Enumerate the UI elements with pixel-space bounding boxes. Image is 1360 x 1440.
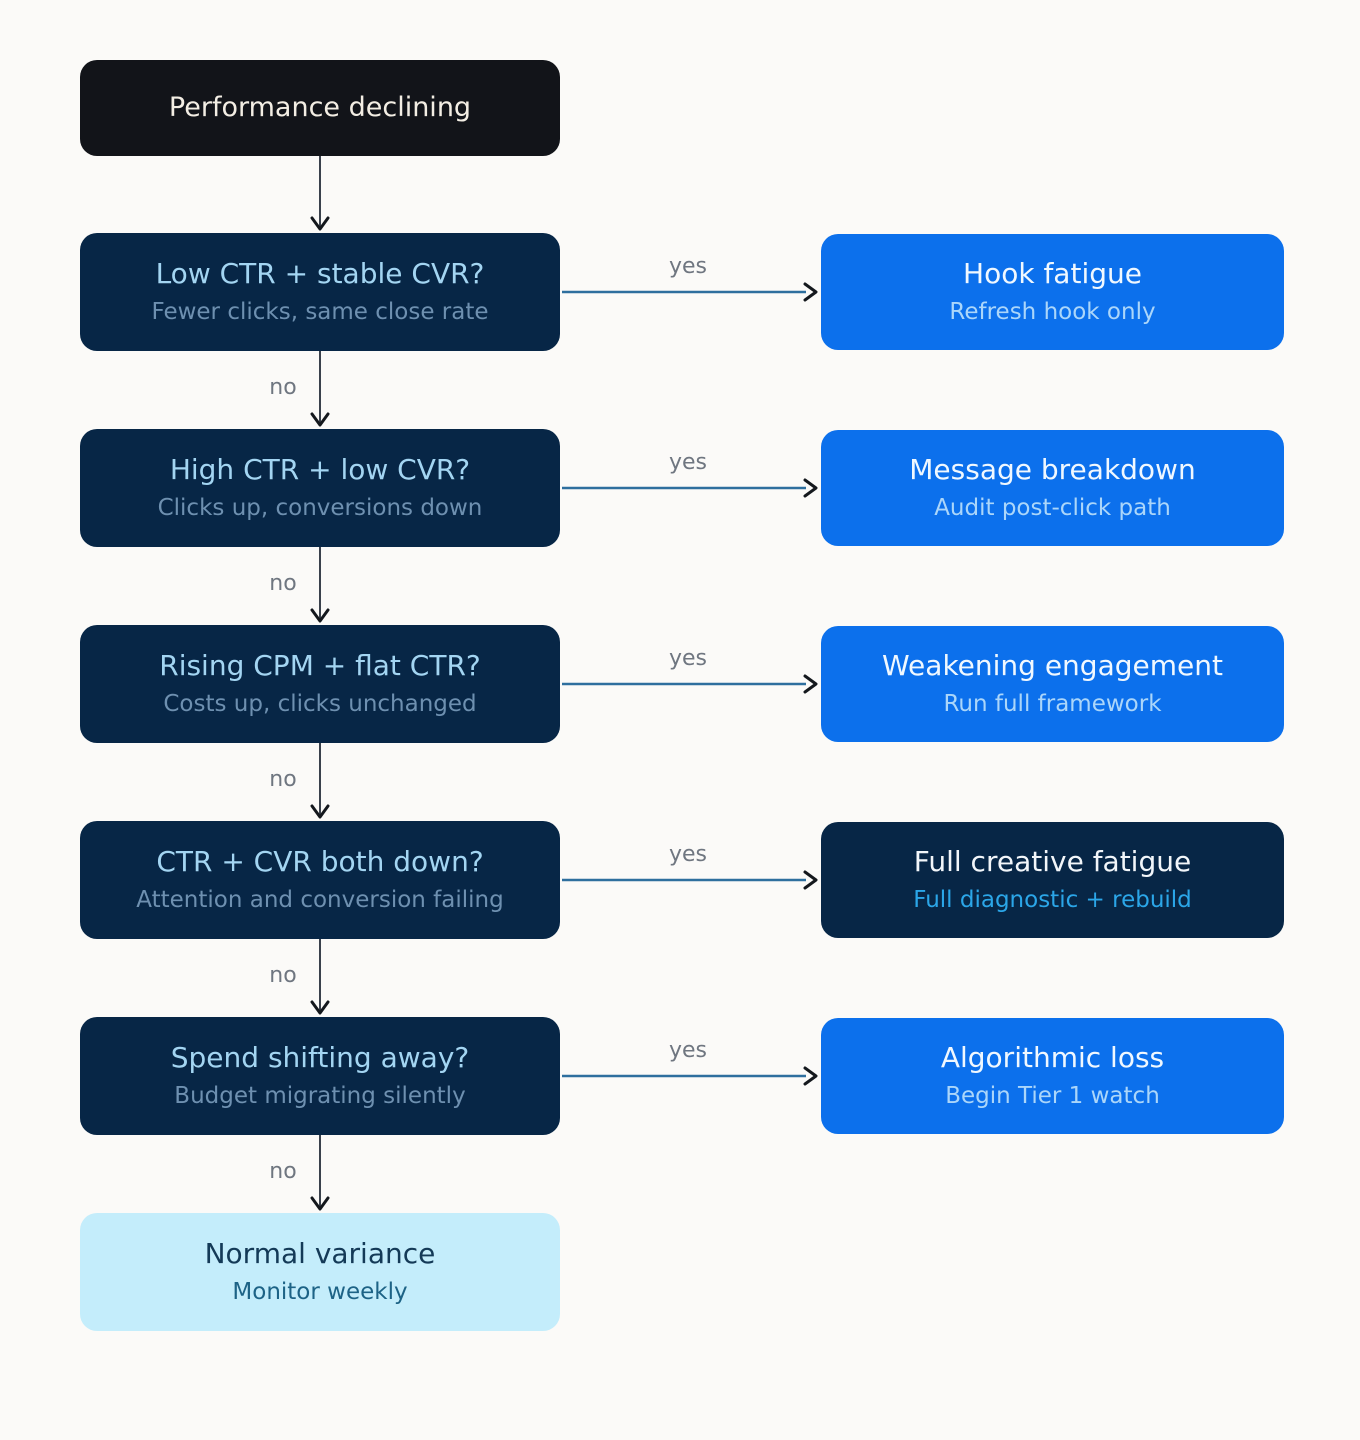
edge-label-no: no (269, 375, 297, 400)
question-title: Rising CPM + flat CTR? (159, 649, 481, 683)
action-subtitle: Full diagnostic + rebuild (913, 887, 1192, 914)
node-question-ctr-cvr-both-down: CTR + CVR both down? Attention and conve… (80, 821, 560, 939)
right-arrowhead-icons (803, 282, 818, 1086)
action-title: Algorithmic loss (940, 1041, 1165, 1075)
action-title: Message breakdown (909, 453, 1196, 487)
question-title: High CTR + low CVR? (169, 453, 471, 487)
edge-label-no: no (269, 767, 297, 792)
question-title: CTR + CVR both down? (156, 845, 484, 879)
question-subtitle: Fewer clicks, same close rate (151, 299, 489, 326)
node-action-algorithmic-loss: Algorithmic loss Begin Tier 1 watch (821, 1018, 1284, 1134)
node-start: Performance declining (80, 60, 560, 156)
edge-label-yes: yes (668, 1038, 708, 1063)
edge-label-yes: yes (668, 646, 708, 671)
question-subtitle: Attention and conversion failing (136, 887, 504, 914)
terminal-title: Normal variance (204, 1237, 436, 1271)
node-action-weakening-engagement: Weakening engagement Run full framework (821, 626, 1284, 742)
edge-label-yes: yes (668, 254, 708, 279)
horizontal-connector-lines (562, 290, 806, 1078)
action-subtitle: Refresh hook only (949, 299, 1156, 326)
terminal-subtitle: Monitor weekly (232, 1279, 408, 1306)
node-action-full-creative-fatigue: Full creative fatigue Full diagnostic + … (821, 822, 1284, 938)
node-terminal-normal-variance: Normal variance Monitor weekly (80, 1213, 560, 1331)
edge-label-yes: yes (668, 842, 708, 867)
node-question-low-ctr-stable-cvr: Low CTR + stable CVR? Fewer clicks, same… (80, 233, 560, 351)
node-question-spend-shifting-away: Spend shifting away? Budget migrating si… (80, 1017, 560, 1135)
edge-label-yes: yes (668, 450, 708, 475)
question-subtitle: Budget migrating silently (174, 1083, 466, 1110)
question-title: Low CTR + stable CVR? (155, 257, 485, 291)
node-question-high-ctr-low-cvr: High CTR + low CVR? Clicks up, conversio… (80, 429, 560, 547)
node-action-message-breakdown: Message breakdown Audit post-click path (821, 430, 1284, 546)
action-subtitle: Run full framework (943, 691, 1162, 718)
node-start-title: Performance declining (168, 92, 472, 124)
question-subtitle: Costs up, clicks unchanged (163, 691, 477, 718)
edge-label-no: no (269, 963, 297, 988)
question-title: Spend shifting away? (170, 1041, 470, 1075)
action-title: Weakening engagement (882, 649, 1223, 683)
action-title: Hook fatigue (963, 257, 1142, 291)
action-title: Full creative fatigue (913, 845, 1192, 879)
action-subtitle: Audit post-click path (934, 495, 1171, 522)
edge-label-no: no (269, 571, 297, 596)
edge-label-no: no (269, 1159, 297, 1184)
node-action-hook-fatigue: Hook fatigue Refresh hook only (821, 234, 1284, 350)
node-question-rising-cpm-flat-ctr: Rising CPM + flat CTR? Costs up, clicks … (80, 625, 560, 743)
action-subtitle: Begin Tier 1 watch (945, 1083, 1160, 1110)
question-subtitle: Clicks up, conversions down (157, 495, 483, 522)
